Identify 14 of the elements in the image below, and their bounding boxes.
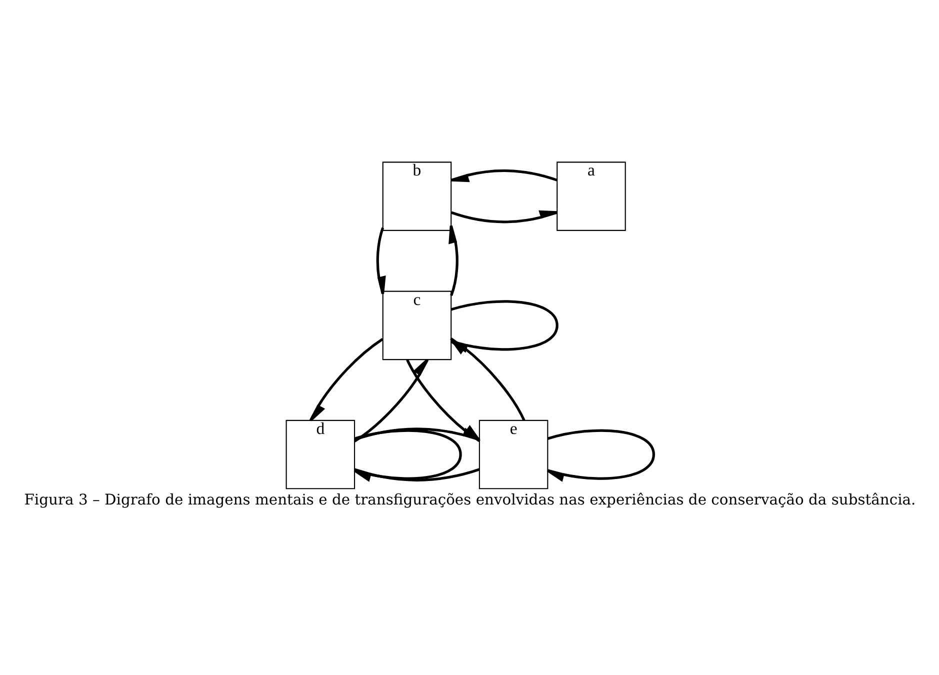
node-box: a: [556, 162, 626, 231]
caption: Figura 3 – Digrafo de imagens mentais e de transfigurações envolvidas nas experiências de conservação da substância.: [24, 492, 916, 509]
node-box: e: [478, 420, 548, 490]
node-box: d: [285, 420, 355, 490]
node-box: c: [382, 290, 452, 360]
node-box: b: [382, 162, 452, 231]
arrow: [354, 428, 480, 441]
arrow: [308, 338, 383, 422]
arrow: [376, 227, 386, 296]
arrow: [353, 358, 428, 442]
arrow: [448, 224, 458, 296]
arrow: [450, 169, 557, 182]
arrow: [546, 429, 655, 482]
arrow: [450, 210, 558, 224]
